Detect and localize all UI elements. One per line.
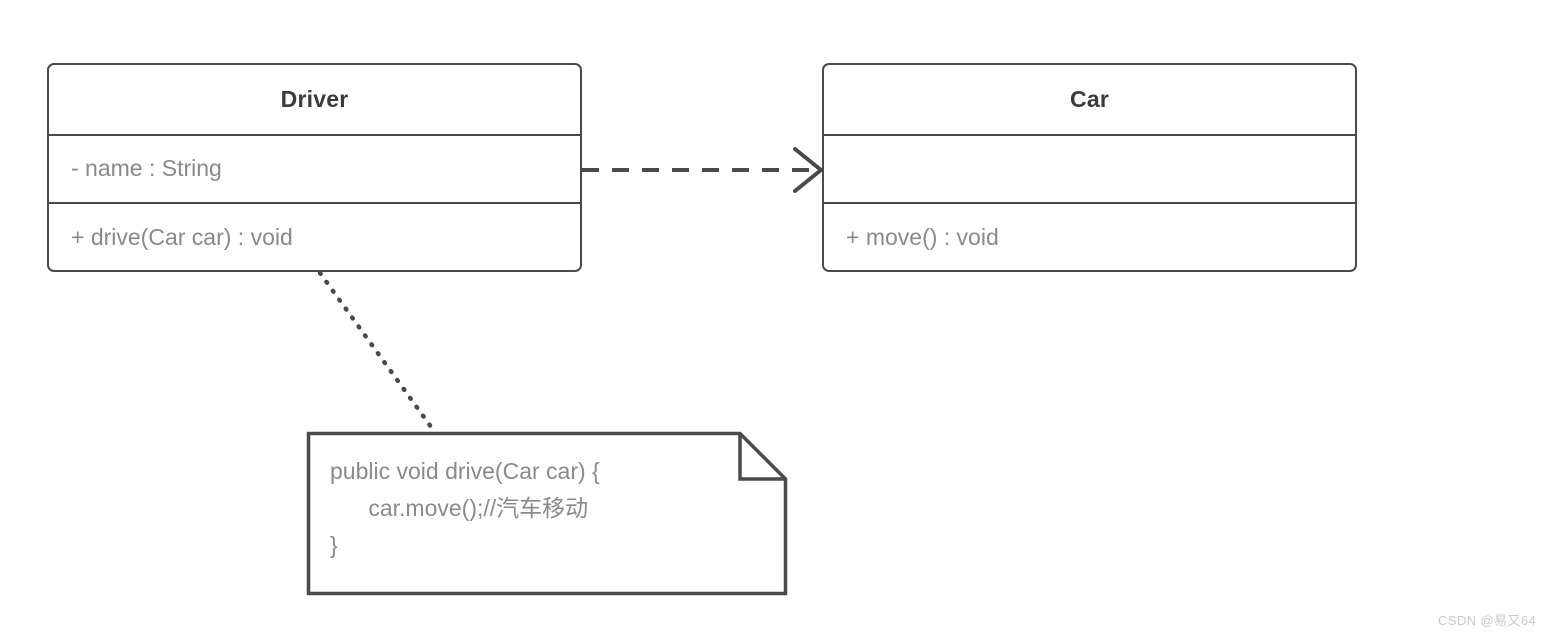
class-box-car[interactable]: Car + move() : void <box>822 63 1357 272</box>
dependency-edge-driver-to-car <box>582 147 823 193</box>
note-box[interactable]: public void drive(Car car) { car.move();… <box>306 431 788 596</box>
note-shape <box>306 431 788 596</box>
class-attribute-row-empty <box>824 133 1355 203</box>
note-code-line-2: car.move();//汽车移动 <box>330 495 589 521</box>
note-code-line-3: } <box>330 532 338 558</box>
watermark-label: CSDN @易又64 <box>1438 613 1537 628</box>
note-code-line-1: public void drive(Car car) { <box>330 458 600 484</box>
class-attribute-row: - name : String <box>49 133 580 203</box>
class-title-driver: Driver <box>280 85 349 112</box>
class-box-driver[interactable]: Driver - name : String + drive(Car car) … <box>47 63 582 272</box>
note-anchor-edge <box>317 270 437 434</box>
class-method-row: + move() : void <box>824 202 1355 270</box>
class-title-car: Car <box>1070 85 1109 112</box>
class-method-row: + drive(Car car) : void <box>49 202 580 270</box>
